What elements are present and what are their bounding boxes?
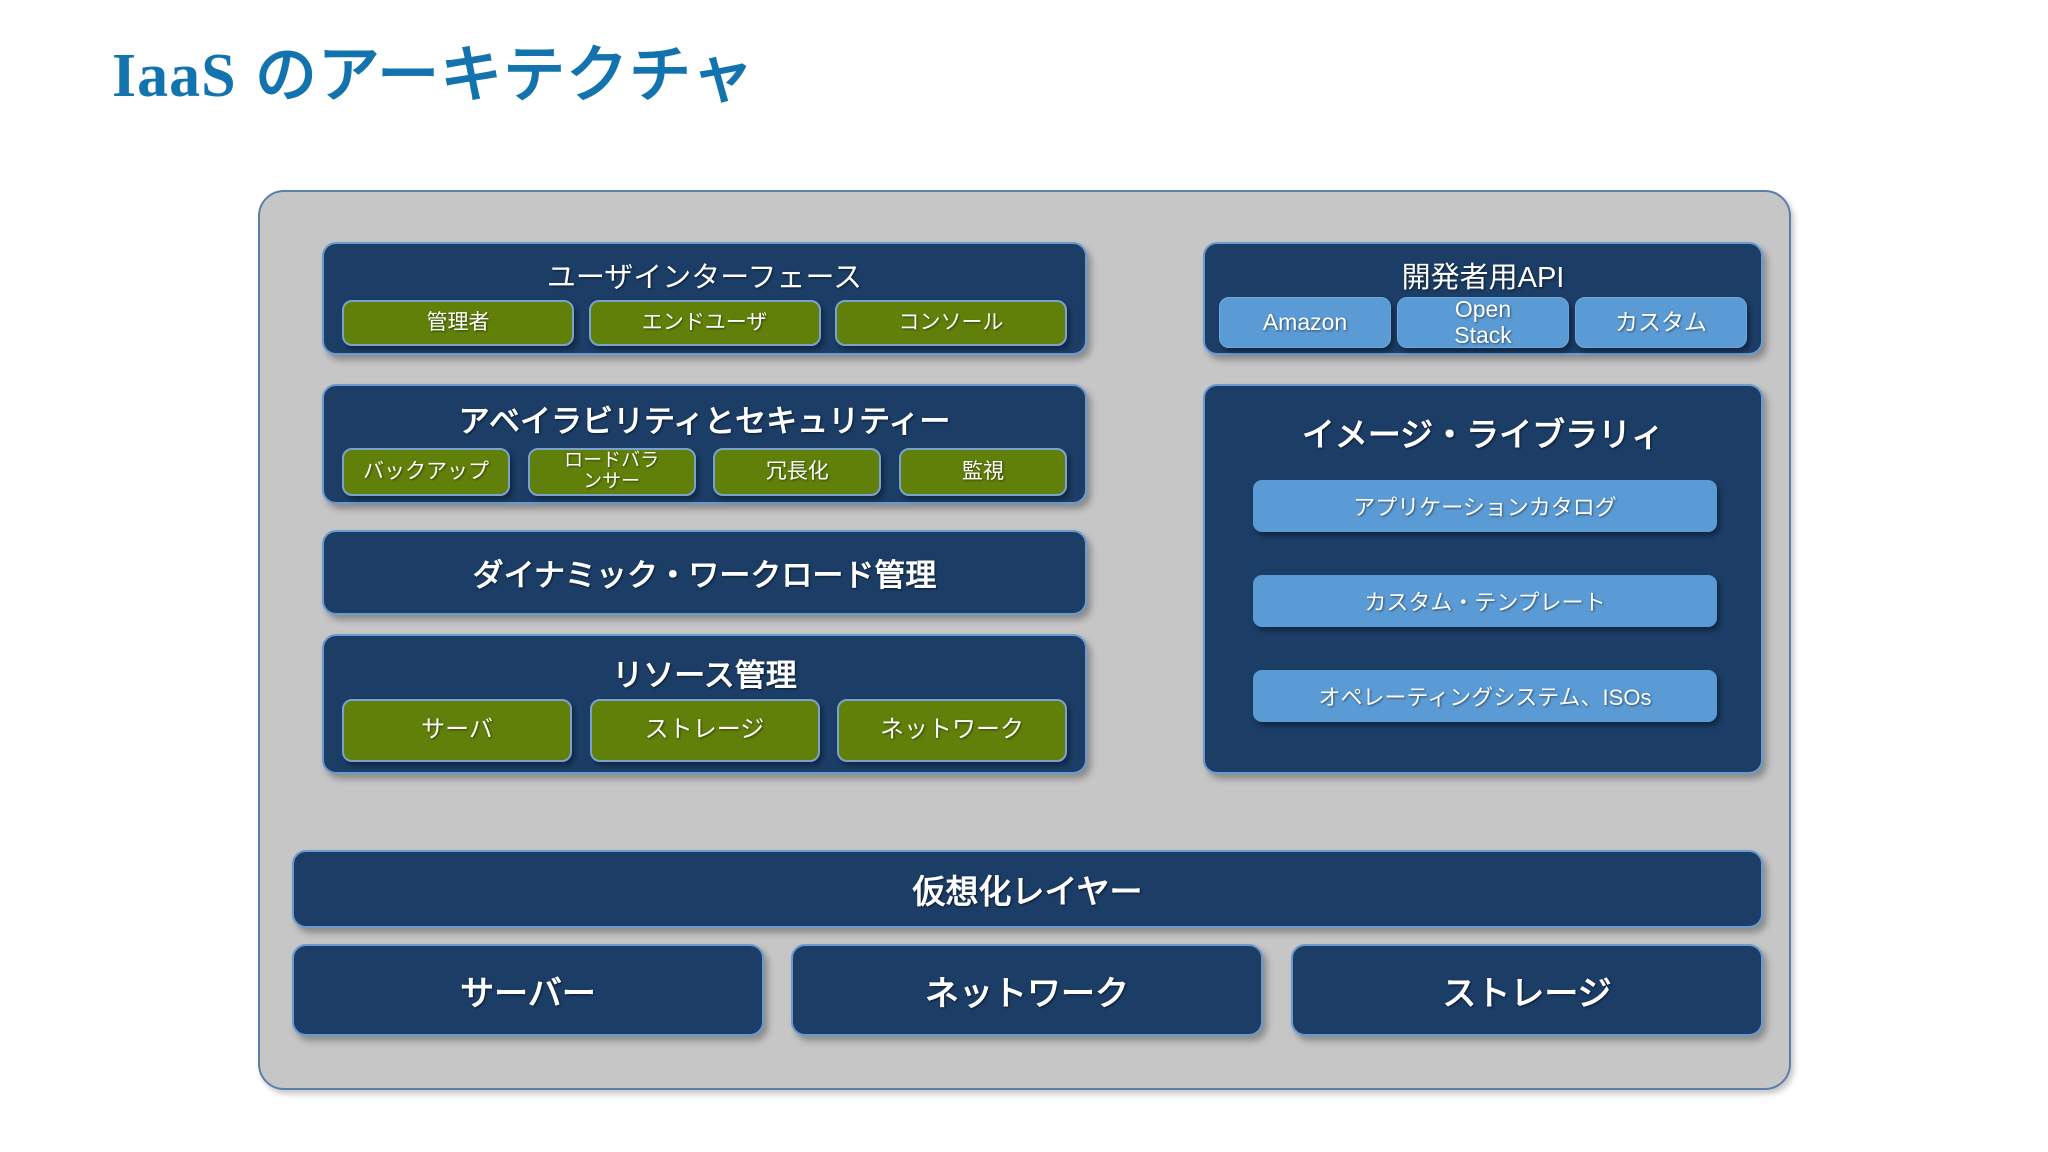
panel-dynamic-workload[interactable]: ダイナミック・ワークロード管理 <box>322 530 1087 615</box>
chip-redundancy[interactable]: 冗長化 <box>713 448 882 496</box>
chip-amazon[interactable]: Amazon <box>1219 297 1391 348</box>
panel-resource-management-title: リソース管理 <box>612 658 797 693</box>
chip-custom[interactable]: カスタム <box>1575 297 1747 348</box>
diagram-frame: ユーザインターフェース 管理者 エンドユーザ コンソール アベイラビリティとセキ… <box>258 190 1791 1090</box>
panel-infrastructure-server[interactable]: サーバー <box>292 944 764 1036</box>
chip-admin[interactable]: 管理者 <box>342 300 574 346</box>
chip-backup[interactable]: バックアップ <box>342 448 510 496</box>
panel-image-library[interactable]: イメージ・ライブラリィ アプリケーションカタログ カスタム・テンプレート オペレ… <box>1203 384 1763 774</box>
panel-resource-management[interactable]: リソース管理 サーバ ストレージ ネットワーク <box>322 634 1087 774</box>
page-title: IaaS のアーキテクチャ <box>112 40 755 112</box>
panel-infrastructure-network[interactable]: ネットワーク <box>791 944 1263 1036</box>
page-title-japanese: のアーキテクチャ <box>236 41 755 110</box>
panel-availability-security-title: アベイラビリティとセキュリティー <box>458 404 951 439</box>
panel-user-interface-title: ユーザインターフェース <box>546 262 863 294</box>
bar-custom-template[interactable]: カスタム・テンプレート <box>1253 575 1717 627</box>
chip-openstack[interactable]: Open Stack <box>1397 297 1569 348</box>
panel-image-library-title: イメージ・ライブラリィ <box>1301 416 1665 453</box>
panel-infrastructure-storage[interactable]: ストレージ <box>1291 944 1763 1036</box>
panel-developer-api-title: 開発者用API <box>1401 262 1565 294</box>
panel-infrastructure-server-title: サーバー <box>460 974 596 1013</box>
panel-dynamic-workload-title: ダイナミック・ワークロード管理 <box>472 558 937 593</box>
chip-server[interactable]: サーバ <box>342 699 572 762</box>
panel-virtualization-layer[interactable]: 仮想化レイヤー <box>292 850 1763 928</box>
page-title-latin: IaaS <box>112 42 237 110</box>
chip-storage[interactable]: ストレージ <box>589 699 820 762</box>
chip-console[interactable]: コンソール <box>835 300 1067 346</box>
chip-load-balancer[interactable]: ロードバランサー <box>527 448 696 496</box>
panel-infrastructure-network-title: ネットワーク <box>925 974 1129 1013</box>
bar-operating-systems-isos[interactable]: オペレーティングシステム、ISOs <box>1253 670 1717 722</box>
chip-network[interactable]: ネットワーク <box>837 699 1067 762</box>
panel-developer-api[interactable]: 開発者用API Amazon Open Stack カスタム <box>1203 242 1763 355</box>
panel-user-interface[interactable]: ユーザインターフェース 管理者 エンドユーザ コンソール <box>322 242 1087 355</box>
chip-monitoring[interactable]: 監視 <box>898 448 1067 496</box>
resource-management-chip-row: サーバ ストレージ ネットワーク <box>324 699 1085 762</box>
user-interface-chip-row: 管理者 エンドユーザ コンソール <box>324 300 1085 346</box>
availability-security-chip-row: バックアップ ロードバランサー 冗長化 監視 <box>324 448 1085 496</box>
panel-infrastructure-storage-title: ストレージ <box>1442 974 1612 1013</box>
developer-api-chip-row: Amazon Open Stack カスタム <box>1205 297 1761 348</box>
panel-virtualization-layer-title: 仮想化レイヤー <box>912 873 1143 910</box>
chip-end-user[interactable]: エンドユーザ <box>588 300 821 346</box>
panel-availability-security[interactable]: アベイラビリティとセキュリティー バックアップ ロードバランサー 冗長化 監視 <box>322 384 1087 504</box>
bar-application-catalog[interactable]: アプリケーションカタログ <box>1253 480 1717 532</box>
